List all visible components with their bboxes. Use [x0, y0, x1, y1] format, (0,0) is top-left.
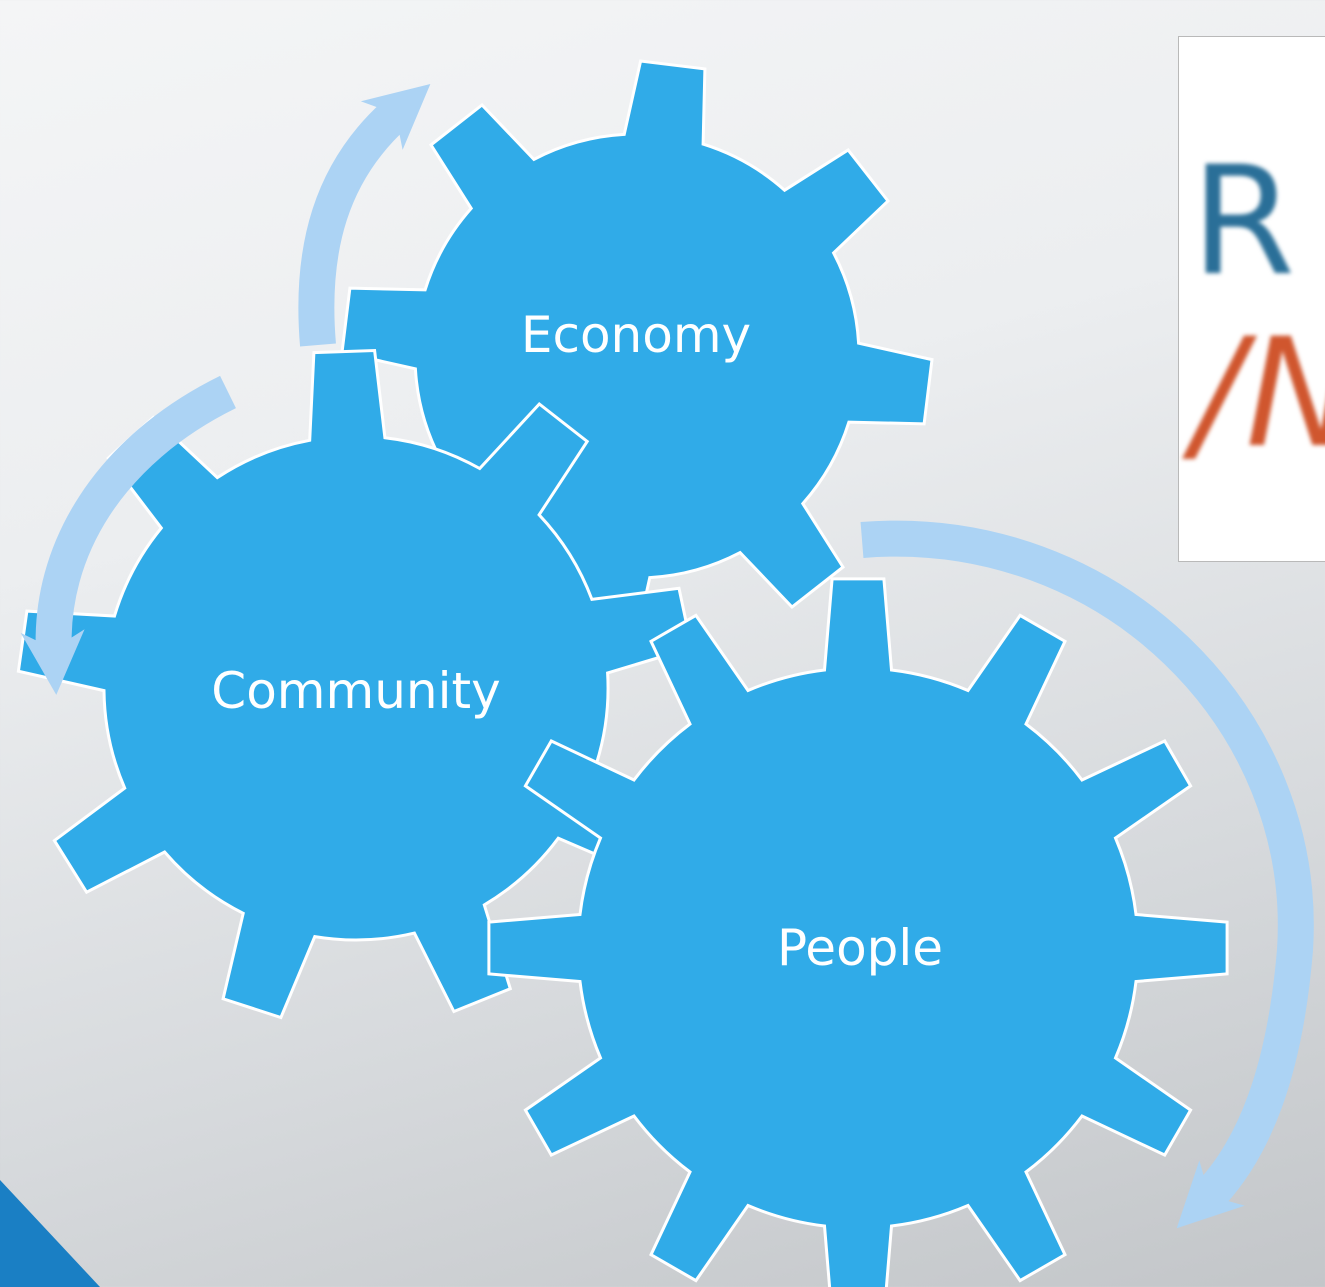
cycle-arrow-economy-to-people	[860, 520, 1314, 1229]
gear-label-economy: Economy	[521, 306, 751, 364]
gear-people	[487, 577, 1229, 1287]
logo-text-line-1: R	[1191, 135, 1298, 309]
logo-image: R /N	[1178, 36, 1325, 562]
gear-community	[16, 348, 694, 1020]
gear-label-community: Community	[211, 662, 500, 720]
cycle-arrow-community-to-economy	[298, 83, 431, 347]
logo-text-line-2: /N	[1193, 307, 1325, 481]
cycle-arrow-community-loop	[20, 375, 236, 695]
gear-label-people: People	[777, 919, 943, 977]
